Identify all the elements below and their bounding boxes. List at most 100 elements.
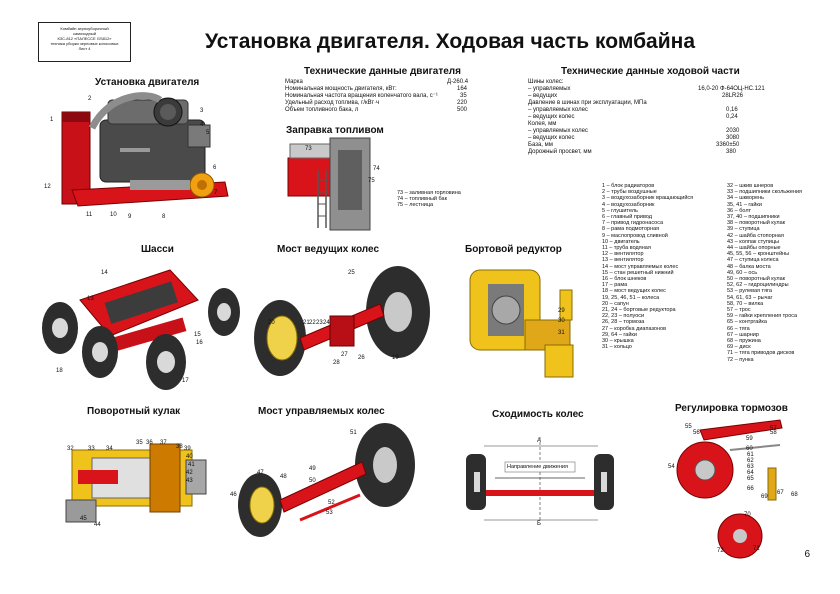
legend-item: 32 – шкив шнеров bbox=[727, 183, 774, 189]
callout-number: 14 bbox=[101, 270, 108, 276]
callout-number: 12 bbox=[44, 184, 51, 190]
stamp-line: Лист 4 bbox=[78, 46, 91, 51]
callout-number: 2 bbox=[88, 96, 92, 102]
legend-item: 27 – коробка диапазонов bbox=[602, 325, 666, 332]
stamp-line: техника уборки зерновых колосовых bbox=[50, 41, 119, 46]
legend-item: 21, 24 – бортовые редуктора bbox=[602, 307, 676, 314]
callout-number: 22 bbox=[309, 320, 316, 326]
page-number: 6 bbox=[804, 549, 810, 560]
callout-number: 18 bbox=[56, 368, 63, 374]
legend-item: 39 – ступица bbox=[727, 226, 760, 233]
legend-item: 44 – шайбы опорные bbox=[727, 245, 781, 252]
heading-toe-in: Сходимость колес bbox=[492, 409, 584, 420]
callout-number: 39 bbox=[184, 446, 191, 452]
page-title: Установка двигателя. Ходовая часть комба… bbox=[205, 30, 696, 53]
legend-item: 22, 23 – полуоси bbox=[602, 313, 645, 320]
callout-number: 40 bbox=[186, 454, 193, 460]
callout-number: 1 bbox=[50, 117, 54, 123]
legend-item: 12 – вентилятор bbox=[602, 251, 644, 258]
legend-item: 4 – воздухозаборник bbox=[602, 201, 655, 208]
callout-number: 55 bbox=[685, 424, 692, 430]
legend-item: 50 – поворотный кулак bbox=[727, 276, 786, 283]
legend-item: 69 – диск bbox=[727, 344, 751, 351]
legend-item: 7 – привод гидронасоса bbox=[602, 220, 663, 227]
legend-item: 59 – гайки крепления троса bbox=[727, 313, 798, 320]
callout-number: 15 bbox=[194, 332, 201, 338]
heading-brakes: Регулировка тормозов bbox=[675, 403, 788, 414]
legend-item: 17 – рама bbox=[602, 282, 628, 289]
legend-item: 5 – глушитель bbox=[602, 207, 638, 214]
callout-number: 65 bbox=[747, 476, 754, 482]
callout-number: 36 bbox=[146, 440, 153, 446]
callout-number: 73 bbox=[305, 146, 312, 152]
legend-item: 35, 41 – гайки bbox=[727, 201, 762, 208]
callout-number: 63 bbox=[747, 464, 754, 470]
callout-number: 5 bbox=[206, 130, 210, 136]
legend-item: 52, 62 – гидроцилиндры bbox=[727, 282, 789, 289]
heading-final-drive: Бортовой редуктор bbox=[465, 244, 562, 255]
drive-axle-illustration bbox=[254, 266, 430, 376]
callout-number: 19 bbox=[392, 355, 399, 361]
toe-in-label-a: А bbox=[537, 438, 542, 444]
engine-frame bbox=[61, 92, 229, 207]
callout-number: 26 bbox=[358, 355, 365, 361]
legend-item: 10 – двигатель bbox=[602, 238, 640, 245]
stamp-line: КЗС-812 «ПАЛЕССЕ GS812» bbox=[57, 36, 112, 41]
callout-number: 49 bbox=[309, 466, 316, 472]
callout-number: 47 bbox=[257, 470, 264, 476]
callout-number: 28 bbox=[333, 360, 340, 366]
legend-item: 66 – тяга bbox=[727, 325, 750, 332]
legend-item: 47 – ступица колеса bbox=[727, 257, 779, 264]
legend-item: 57 – трос bbox=[727, 307, 751, 314]
legend-item: 75 – лестница bbox=[397, 202, 434, 209]
legend-item: 34 – шкворень bbox=[727, 195, 764, 202]
heading-knuckle: Поворотный кулак bbox=[87, 406, 181, 417]
legend-item: 48 – балка моста bbox=[727, 263, 771, 270]
spec-row: Номинальная мощность двигателя, кВт:164 bbox=[285, 86, 468, 92]
steer-axle-illustration bbox=[238, 423, 415, 537]
spec-row: Колея, мм bbox=[528, 121, 557, 127]
refuel-illustration bbox=[287, 137, 371, 231]
callout-number: 30 bbox=[558, 318, 565, 324]
legend-item: 74 – топливный бак bbox=[397, 196, 448, 203]
callout-number: 4 bbox=[200, 122, 204, 128]
callout-number: 75 bbox=[368, 178, 375, 184]
callout-number: 25 bbox=[348, 270, 355, 276]
callout-number: 34 bbox=[106, 446, 113, 452]
legend-item: 45, 55, 56 – кронштейны bbox=[727, 251, 790, 258]
legend-item: 16 – блок шнеков bbox=[602, 276, 647, 283]
heading-refuel: Заправка топливом bbox=[286, 125, 384, 136]
legend-item: 14 – мост управляемых колес bbox=[602, 263, 679, 270]
callout-number: 31 bbox=[558, 330, 565, 336]
legend-item: 30 – крышка bbox=[602, 338, 634, 345]
callout-number: 74 bbox=[373, 166, 380, 172]
callout-number: 3 bbox=[200, 108, 204, 114]
heading-chassis-specs: Технические данные ходовой части bbox=[561, 66, 740, 77]
callout-number: 44 bbox=[94, 522, 101, 528]
callout-number: 53 bbox=[326, 510, 333, 516]
callout-number: 7 bbox=[214, 190, 218, 196]
heading-steer-axle: Мост управляемых колес bbox=[258, 406, 385, 417]
callout-number: 48 bbox=[280, 474, 287, 480]
callout-number: 50 bbox=[309, 478, 316, 484]
heading-drive-axle: Мост ведущих колес bbox=[277, 244, 380, 255]
legend-item: 72 – пунка bbox=[727, 356, 754, 363]
legend-item: 42 – шайба стопорная bbox=[727, 232, 784, 239]
legend-item: 37, 40 – подшипники bbox=[727, 214, 780, 221]
callout-number: 24 bbox=[323, 320, 330, 326]
spec-row: Шины колес: bbox=[528, 79, 564, 85]
legend-item: 18 – мост ведущих колес bbox=[602, 288, 666, 295]
knuckle-illustration bbox=[65, 443, 207, 523]
callout-number: 27 bbox=[341, 352, 348, 358]
legend-item: 13 – вентилятор bbox=[602, 257, 644, 264]
callout-number: 71 bbox=[753, 546, 760, 552]
